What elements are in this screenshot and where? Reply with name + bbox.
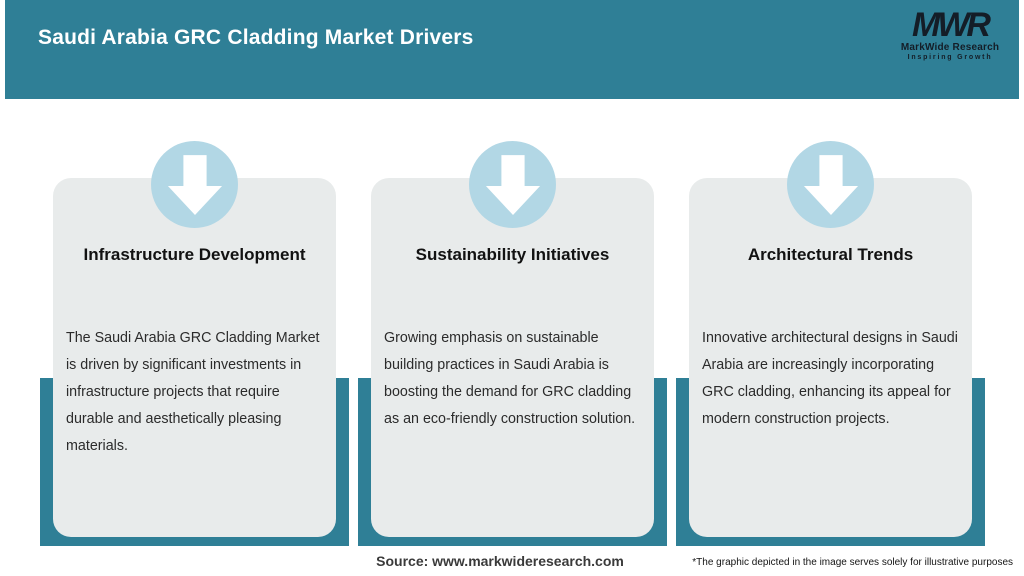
card-body: Growing emphasis on sustainable building… [384, 330, 636, 427]
header-bar: Saudi Arabia GRC Cladding Market Drivers… [5, 0, 1019, 99]
logo-name: MarkWide Research [900, 42, 1000, 53]
card-title: Infrastructure Development [83, 245, 306, 264]
card-body: The Saudi Arabia GRC Cladding Market is … [66, 330, 320, 454]
arrow-down-icon [787, 141, 874, 228]
logo-mark: MWR [912, 6, 991, 44]
card-title: Sustainability Initiatives [415, 245, 610, 264]
page-title: Saudi Arabia GRC Cladding Market Drivers [38, 26, 474, 49]
down-arrow-glyph [803, 154, 858, 215]
arrow-down-icon [151, 141, 238, 228]
driver-card-infrastructure: Infrastructure Development The Saudi Ara… [53, 178, 336, 537]
source-text: Source: www.markwideresearch.com [376, 553, 624, 569]
arrow-down-icon [469, 141, 556, 228]
down-arrow-glyph [167, 154, 222, 215]
brand-logo: MWR MarkWide Research Inspiring Growth [895, 6, 1005, 62]
driver-card-sustainability: Sustainability Initiatives Growing empha… [371, 178, 654, 537]
card-title: Architectural Trends [747, 245, 914, 264]
card-body: Innovative architectural designs in Saud… [702, 330, 958, 427]
down-arrow-glyph [485, 154, 540, 215]
logo-tagline: Inspiring Growth [907, 54, 993, 61]
driver-card-architectural: Architectural Trends Innovative architec… [689, 178, 972, 537]
disclaimer-text: *The graphic depicted in the image serve… [692, 557, 1013, 568]
